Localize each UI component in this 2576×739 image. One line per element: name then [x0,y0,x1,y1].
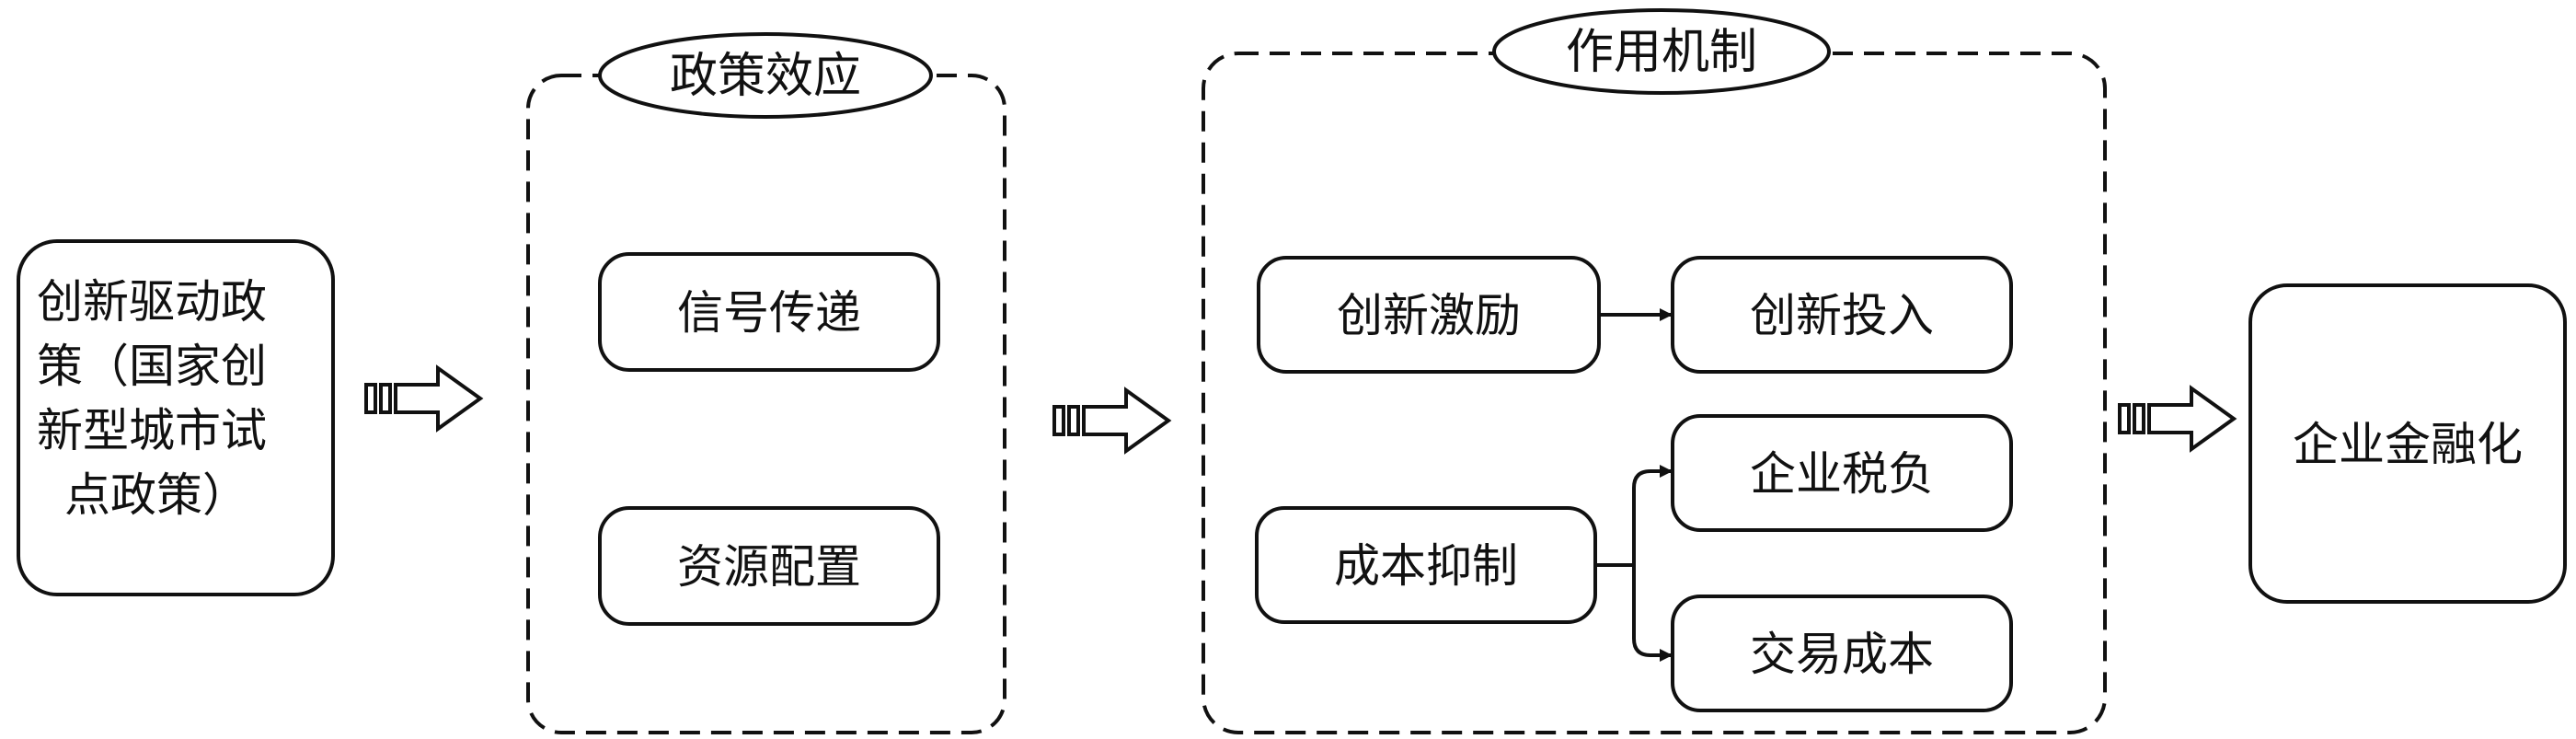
policy-box-line-1: 创新驱动政 [37,275,267,329]
transaction-cost-label: 交易成本 [1750,628,1934,681]
mechanism-panel: 作用机制 创新激励 创新投入 成本抑制 企业税负 交易成本 [1202,8,2107,734]
mechanism-title: 作用机制 [1566,25,1757,80]
block-arrow-2 [1052,387,1172,455]
signal-transmission-box [598,252,940,372]
outcome-label: 企业金融化 [2293,418,2523,471]
policy-box: 创新驱动政 策（国家创 新型城市试 点政策） [17,239,335,596]
innovation-input-label: 创新投入 [1750,289,1934,342]
policy-box-line-2: 策（国家创 [37,340,267,393]
resource-allocation-label: 资源配置 [677,540,861,594]
innovation-incentive-label: 创新激励 [1337,289,1521,342]
signal-transmission-label: 信号传递 [677,286,861,340]
resource-allocation-box [598,506,940,626]
enterprise-tax-label: 企业税负 [1750,447,1934,501]
cost-suppression-label: 成本抑制 [1334,539,1518,593]
cost-branch-connector [1595,465,1673,662]
outcome-box: 企业金融化 [2248,283,2567,604]
policy-box-line-4: 点政策） [64,468,248,522]
policy-effect-title-oval [598,32,933,119]
innovation-input-box [1671,256,2013,374]
policy-box-line-3: 新型城市试 [37,404,267,457]
block-arrow-1 [364,364,484,433]
transaction-cost-box [1671,595,2013,712]
mechanism-title-oval [1492,8,1831,95]
policy-effect-title: 政策效应 [670,49,861,104]
policy-effect-panel: 政策效应 信号传递 资源配置 [526,32,1006,734]
enterprise-tax-box [1671,414,2013,532]
block-arrow-3 [2118,385,2237,453]
